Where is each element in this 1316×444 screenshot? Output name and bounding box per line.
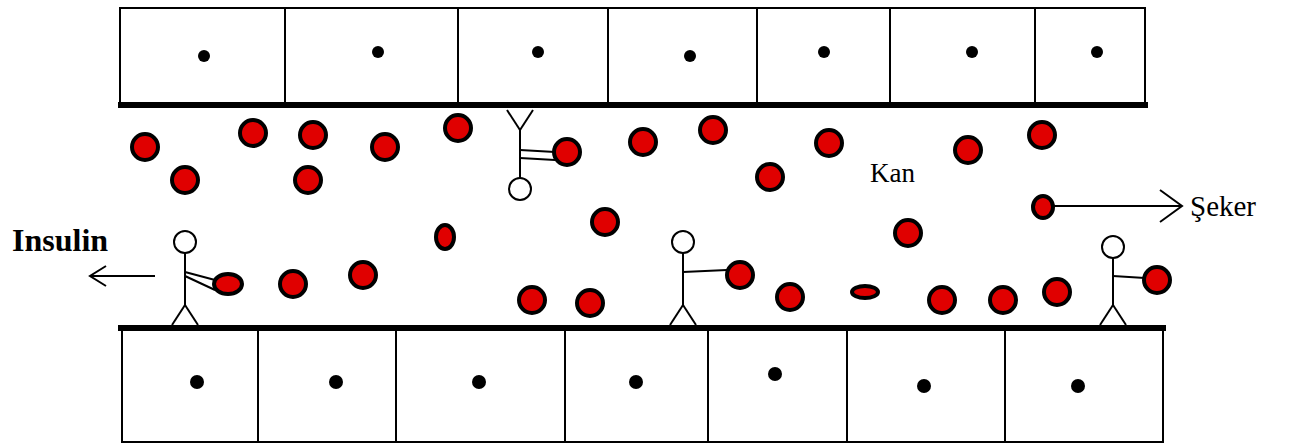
pointer-arrow <box>1053 190 1182 222</box>
pointer-arrow <box>90 266 155 286</box>
blood-label: Kan <box>870 160 915 187</box>
vessel-wall <box>118 102 1148 108</box>
cell-nucleus <box>190 367 1085 393</box>
sugar-particle <box>132 115 1170 316</box>
insulin-figure <box>670 231 727 325</box>
insulin-label: Insulin <box>12 224 108 256</box>
insulin-figure <box>172 231 215 325</box>
insulin-figure <box>1100 236 1145 325</box>
sugar-label: Şeker <box>1190 192 1256 221</box>
cell-nucleus <box>198 46 1103 62</box>
cell-row <box>122 330 1163 442</box>
insulin-figure <box>507 110 555 200</box>
vessel-wall <box>118 325 1166 331</box>
cell-row <box>120 8 1145 105</box>
